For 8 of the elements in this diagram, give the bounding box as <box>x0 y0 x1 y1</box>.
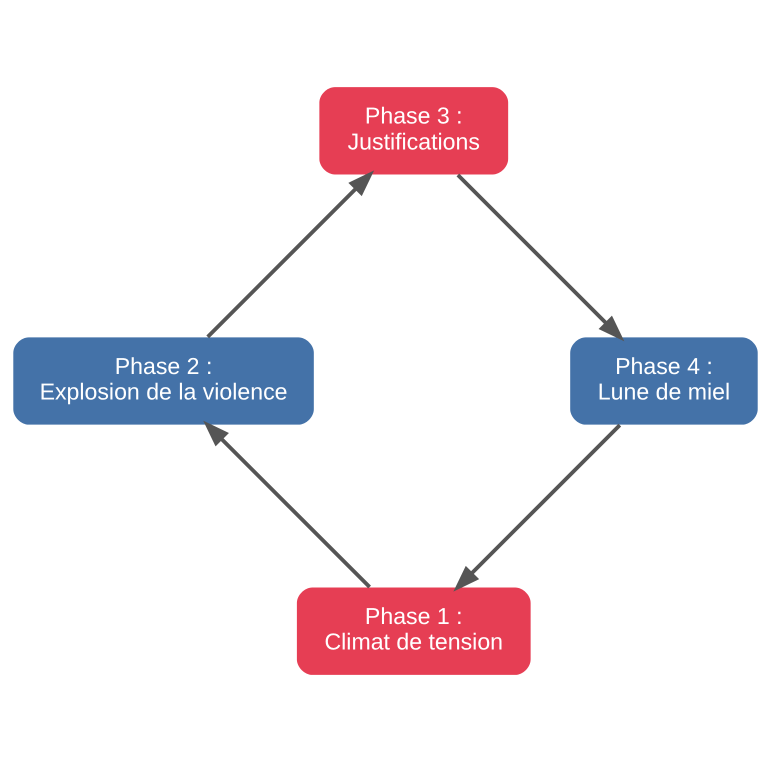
node-box: Phase 3 : Justifications <box>319 87 508 174</box>
node-box: Phase 1 : Climat de tension <box>296 588 531 675</box>
node-box: Phase 4 : Lune de miel <box>570 337 758 425</box>
arrow <box>453 424 622 592</box>
arrow <box>456 174 624 342</box>
node-box: Phase 2 : Explosion de la violence <box>13 337 314 425</box>
arrow <box>206 170 374 338</box>
arrow <box>203 420 371 588</box>
